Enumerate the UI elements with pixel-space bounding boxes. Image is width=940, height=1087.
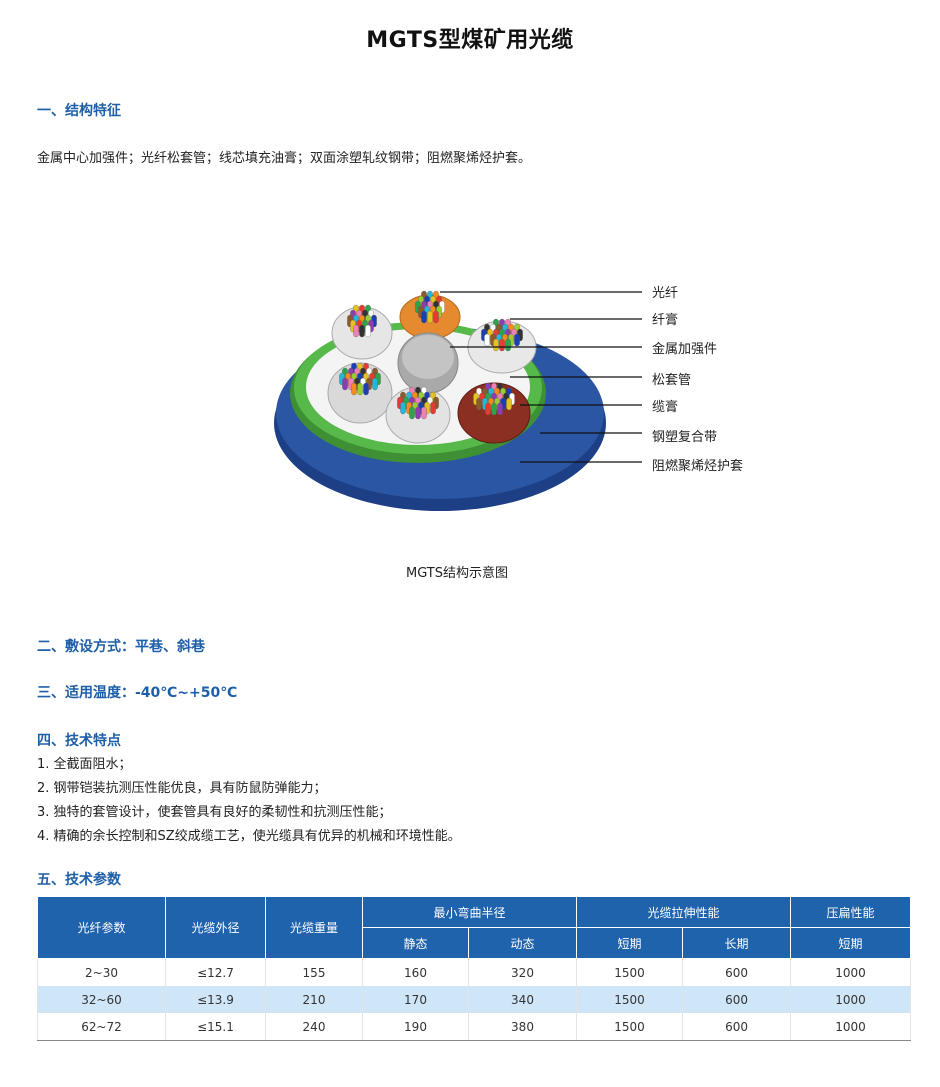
table-cell: 1500 [576, 1013, 684, 1041]
table-cell: 32~60 [37, 986, 166, 1013]
table-cell: 2~30 [37, 958, 166, 986]
table-cell: 155 [265, 958, 363, 986]
header-bend-radius: 最小弯曲半径 [361, 896, 578, 928]
fiber-strand [342, 377, 348, 391]
fiber-strand [353, 324, 359, 338]
label-steel-tape: 钢塑复合带 [652, 430, 718, 445]
table-cell: 1500 [576, 958, 684, 986]
header-diameter: 光缆外径 [165, 896, 266, 959]
header-weight: 光缆重量 [265, 896, 363, 959]
header-short-term: 短期 [576, 927, 684, 959]
header-tensile: 光缆拉伸性能 [576, 896, 792, 928]
fiber-strand [415, 406, 421, 420]
table-cell: 1000 [790, 958, 912, 986]
table-cell: ≤12.7 [165, 958, 266, 986]
table-cell: 340 [467, 986, 578, 1013]
table-row: 62~72 ≤15.1 240 190 380 1500 600 1000 [37, 1013, 912, 1041]
table-cell: 1000 [790, 1013, 912, 1041]
table-cell: 1000 [790, 986, 912, 1013]
label-fiber-gel: 纤膏 [652, 313, 679, 328]
fiber-strand [421, 406, 427, 420]
fiber-strand [409, 406, 415, 420]
table-row: 32~60 ≤13.9 210 170 340 1500 600 1000 [37, 986, 912, 1013]
structure-description: 金属中心加强件；光纤松套管；线芯填充油膏；双面涂塑轧纹钢带；阻燃聚烯烃护套。 [37, 151, 532, 166]
fiber-strand [493, 338, 499, 352]
fiber-strand [499, 338, 505, 352]
fiber-strand [359, 324, 365, 338]
cable-cross-section-image [274, 290, 642, 511]
table-cell: 210 [265, 986, 363, 1013]
table-cell: ≤13.9 [165, 986, 266, 1013]
fiber-strand [484, 333, 490, 347]
label-fiber: 光纤 [652, 286, 679, 301]
fiber-strand [400, 401, 406, 415]
label-strength-member: 金属加强件 [652, 342, 718, 357]
fiber-strand [430, 401, 436, 415]
section-heading-params: 五、技术参数 [37, 872, 121, 888]
table-cell: 1500 [576, 986, 684, 1013]
table-cell: 160 [362, 958, 469, 986]
fiber-strand [421, 310, 427, 324]
section-heading-structure: 一、结构特征 [37, 103, 121, 119]
fiber-strand [485, 402, 491, 416]
table-cell: 600 [682, 1013, 792, 1041]
fiber-strand [365, 324, 371, 338]
fiber-strand [514, 333, 520, 347]
header-crush-short-term: 短期 [790, 927, 912, 959]
fiber-strand [491, 402, 497, 416]
fiber-strand [505, 338, 511, 352]
table-cell: 240 [265, 1013, 363, 1041]
fiber-strand [433, 310, 439, 324]
section-heading-laying: 二、敷设方式：平巷、斜巷 [37, 639, 205, 655]
figure-caption: MGTS结构示意图 [405, 566, 509, 581]
fiber-strand [476, 397, 482, 411]
table-cell: 320 [467, 958, 578, 986]
header-crush: 压扁性能 [790, 896, 912, 928]
spec-table: 光纤参数 光缆外径 光缆重量 最小弯曲半径 光缆拉伸性能 压扁性能 静态 动态 … [37, 896, 912, 1041]
table-cell: ≤15.1 [165, 1013, 266, 1041]
header-long-term: 长期 [682, 927, 792, 959]
page-title: MGTS型煤矿用光缆 [366, 28, 574, 53]
feature-item: 3. 独特的套管设计，使套管具有良好的柔韧性和抗测压性能； [37, 805, 392, 820]
fiber-strand [372, 377, 378, 391]
fiber-strand [363, 382, 369, 396]
label-loose-tube: 松套管 [652, 373, 692, 388]
fiber-strand [497, 402, 503, 416]
header-dynamic: 动态 [467, 927, 578, 959]
header-fiber: 光纤参数 [37, 896, 166, 959]
section-heading-features: 四、技术特点 [37, 733, 121, 749]
table-cell: 600 [682, 986, 792, 1013]
table-row: 2~30 ≤12.7 155 160 320 1500 600 1000 [37, 958, 912, 986]
label-cable-gel: 缆膏 [652, 400, 679, 415]
feature-item: 1. 全截面阻水； [37, 757, 132, 772]
feature-item: 2. 钢带铠装抗测压性能优良，具有防鼠防弹能力； [37, 781, 327, 796]
fiber-strand [427, 310, 433, 324]
fiber-strand [506, 397, 512, 411]
fiber-strand [351, 382, 357, 396]
label-jacket: 阻燃聚烯烃护套 [652, 459, 744, 474]
feature-item: 4. 精确的余长控制和SZ绞成缆工艺，使光缆具有优异的机械和环境性能。 [37, 829, 461, 844]
table-cell: 190 [362, 1013, 469, 1041]
table-cell: 62~72 [37, 1013, 166, 1041]
table-cell: 380 [467, 1013, 578, 1041]
section-heading-temperature: 三、适用温度：-40℃~+50℃ [37, 685, 238, 701]
table-cell: 170 [362, 986, 469, 1013]
table-cell: 600 [682, 958, 792, 986]
header-static: 静态 [362, 927, 469, 959]
fiber-strand [357, 382, 363, 396]
